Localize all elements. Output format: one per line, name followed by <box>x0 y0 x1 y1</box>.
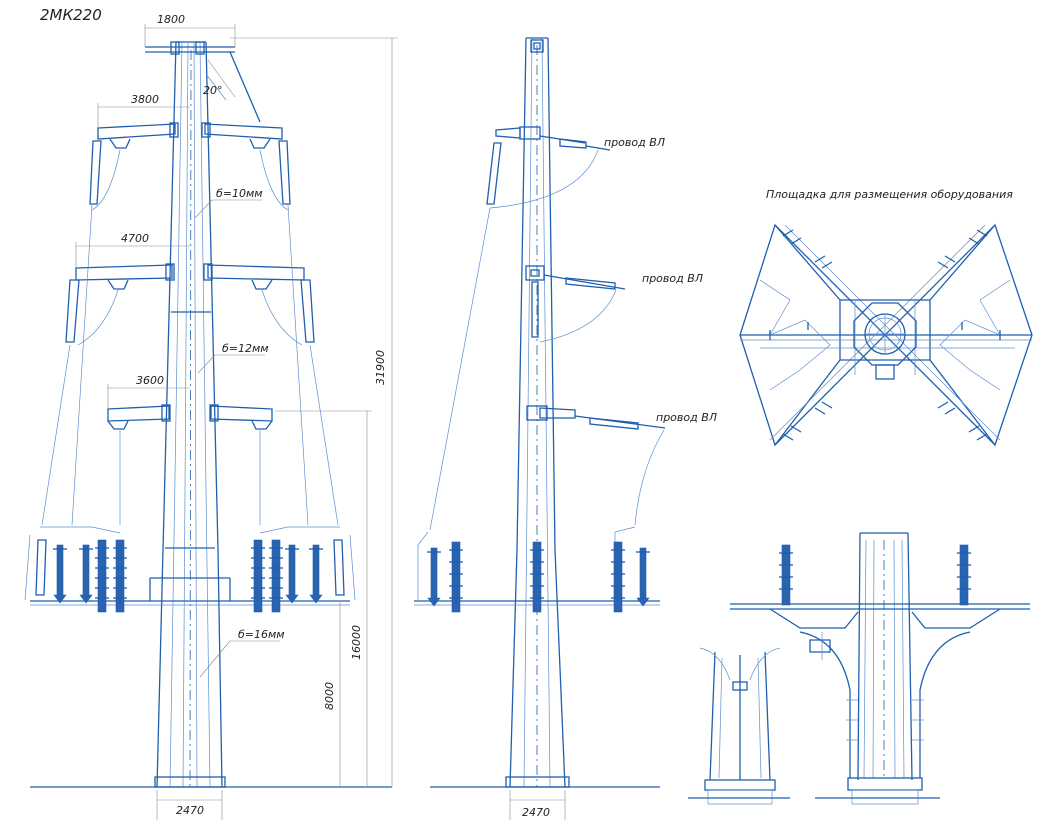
platform-bolts <box>769 229 1001 441</box>
side-wire-curves <box>417 149 665 600</box>
arrester-icon <box>269 539 283 613</box>
arrester-icon <box>957 544 971 606</box>
front-equipment-left <box>53 539 127 613</box>
wire-label-2: провод ВЛ <box>642 272 703 285</box>
arrester-icon <box>113 539 127 613</box>
insulator-icon <box>636 547 650 607</box>
wire-label-3: провод ВЛ <box>656 411 717 424</box>
side-dimension-lines <box>509 790 566 820</box>
platform-plan: Площадка для размещения оборудования <box>739 188 1033 447</box>
dim-base-front: 2470 <box>176 804 204 817</box>
drawing-title: 2МК220 <box>40 6 102 24</box>
front-pole-shaft <box>154 41 226 788</box>
dim-top-width: 1800 <box>157 13 185 26</box>
arrester-icon <box>779 544 793 606</box>
front-dimension-lines <box>75 24 398 820</box>
front-drop-leads <box>24 149 356 601</box>
insulator-icon <box>427 547 441 607</box>
dim-base-side: 2470 <box>522 806 550 819</box>
dim-arm-3: 3600 <box>136 374 164 387</box>
side-crossarms <box>486 126 666 430</box>
front-crossarm-1 <box>89 122 291 205</box>
arrester-icon <box>449 541 463 613</box>
arrester-icon <box>95 539 109 613</box>
arrester-icon <box>530 541 544 613</box>
side-equipment-platform <box>414 541 660 613</box>
wire-label-1: провод ВЛ <box>604 136 665 149</box>
arrester-icon <box>611 541 625 613</box>
dim-total-height: 31900 <box>374 350 387 385</box>
dim-lower-height: 8000 <box>323 682 336 710</box>
dim-platform-height: 16000 <box>350 625 363 660</box>
dim-angle: 20° <box>203 84 223 97</box>
front-equipment-platform <box>30 539 350 606</box>
insulator-icon <box>285 544 299 604</box>
side-view: провод ВЛ провод ВЛ провод ВЛ 2470 <box>414 37 717 820</box>
insulator-icon <box>309 544 323 604</box>
detail-large-shaft <box>815 532 940 805</box>
insulator-icon <box>53 544 67 604</box>
dim-arm-1: 3800 <box>131 93 159 106</box>
wall-thickness-label-2: б=12мм <box>222 342 269 355</box>
front-view: 1800 20° 3800 4700 3600 б=10мм б=12мм б=… <box>24 13 398 820</box>
arrester-icon <box>251 539 265 613</box>
insulator-icon <box>79 544 93 604</box>
front-crossarm-2 <box>65 263 315 343</box>
side-pole-shaft <box>505 37 570 788</box>
dim-arm-2: 4700 <box>121 232 149 245</box>
front-equipment-right <box>251 539 323 613</box>
wall-thickness-label-3: б=16мм <box>238 628 285 641</box>
front-top-crossarm <box>145 41 261 123</box>
platform-frame <box>739 223 1033 447</box>
octagon-icon <box>853 302 917 380</box>
platform-plan-title: Площадка для размещения оборудования <box>766 188 1013 201</box>
detail-platform-beam <box>730 603 1030 778</box>
wall-thickness-label-1: б=10мм <box>216 187 263 200</box>
detail-view <box>688 532 1030 805</box>
front-crossarm-3 <box>107 404 273 430</box>
detail-small-shaft <box>688 647 790 805</box>
